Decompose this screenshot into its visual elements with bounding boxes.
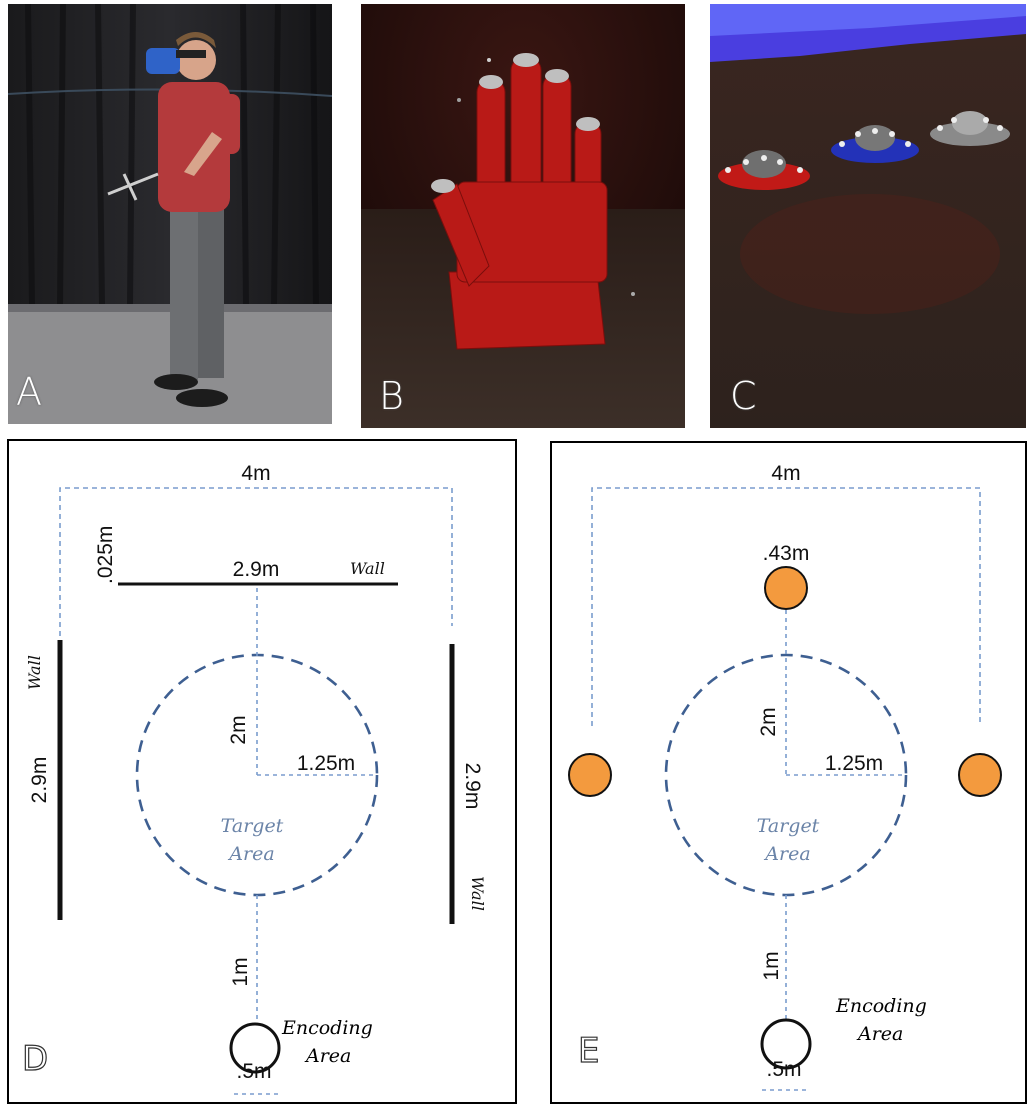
panel-d-frame [7,439,517,1104]
encoding-area-circle [229,1022,281,1074]
ufo-red-icon [718,150,810,190]
right-wall-label: Wall [468,876,487,911]
landmark-top [764,566,808,610]
encoding-label-line2: Area [304,1045,351,1067]
encoding-area-circle-e [760,1018,812,1070]
panel-d-diagram: 4m 2.9m Wall .025m 2.9m Wall 2.9m Wall 2… [21,462,487,1095]
encoding-diameter-label-e: .5m [766,1058,801,1081]
panel-letter-d: D [22,1039,48,1079]
landmark-left [568,753,612,797]
ufo-gray-icon [930,111,1010,146]
panel-letter-e: E [578,1031,599,1071]
encoding-distance-label-e: 1m [760,951,783,980]
width-label: 4m [241,462,270,485]
panel-a-photo: A [8,4,332,424]
width-dimension-line [59,487,453,636]
panel-e-diagram: 4m .43m 2m 1.25m Target Area 1m Encoding… [568,462,1002,1091]
top-wall-label: Wall [350,559,385,578]
target-label-line2: Area [227,843,274,865]
top-wall-length-label: 2.9m [233,558,280,581]
target-label-line1-e: Target [757,815,820,837]
panel-e-frame [550,441,1027,1104]
encoding-label-line1: Encoding [281,1017,373,1039]
vr-user-photo [8,4,332,424]
radius-label-e: 1.25m [825,752,883,775]
landmark-size-label: .43m [763,542,810,565]
center-distance-label-e: 2m [757,707,780,736]
target-label-line2-e: Area [763,843,810,865]
panel-c-render: C [710,4,1026,428]
right-wall-length-label: 2.9m [461,763,484,810]
encoding-diameter-label: .5m [236,1060,271,1083]
left-wall-label: Wall [25,655,44,690]
encoding-label-line2-e: Area [856,1023,903,1045]
left-wall-length-label: 2.9m [28,757,51,804]
panel-letter-a: A [16,370,42,414]
encoding-label-line1-e: Encoding [835,995,927,1017]
panel-letter-b: B [379,374,404,418]
center-distance-label: 2m [227,715,250,744]
width-label-e: 4m [771,462,800,485]
panel-b-render: B [361,4,685,428]
virtual-hand-render [361,4,685,428]
radius-label: 1.25m [297,752,355,775]
width-dimension-line-e [591,487,981,726]
wall-thickness-label: .025m [94,526,117,584]
encoding-distance-label: 1m [229,957,252,986]
landmark-right [958,753,1002,797]
target-label-line1: Target [221,815,284,837]
ufo-blue-icon [831,125,919,163]
panel-letter-c: C [730,374,757,418]
ufo-targets-render [710,4,1026,428]
